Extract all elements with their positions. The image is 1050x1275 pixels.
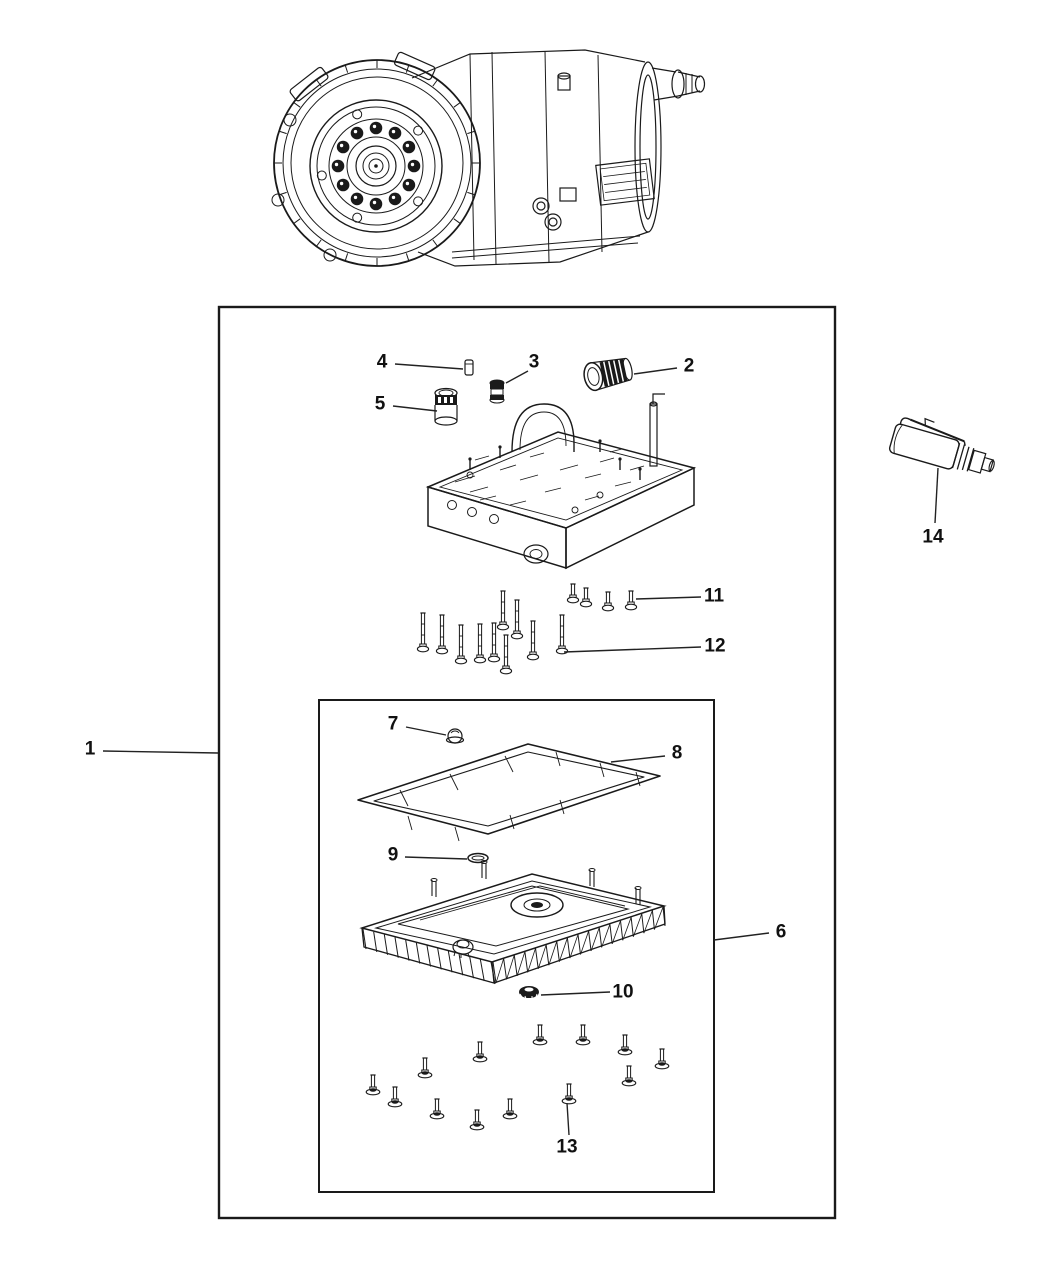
callout-leader-13 <box>566 1102 570 1136</box>
short-bolt <box>601 591 615 612</box>
transmission-assembly-illustration <box>271 49 706 267</box>
callout-leader-6 <box>713 932 770 941</box>
callout-leader-1 <box>102 750 219 754</box>
pan-bolt <box>429 1098 445 1120</box>
callout-leader-7 <box>405 726 447 736</box>
pan-rib-hatching <box>362 906 666 985</box>
callout-leader-3 <box>505 370 529 384</box>
valve-body-illustration <box>425 393 697 570</box>
pan-bolt <box>617 1034 633 1056</box>
callout-number-10: 10 <box>612 982 633 1003</box>
part-5-ribbed-plug <box>434 387 458 426</box>
bell-housing-scallops <box>273 59 481 267</box>
callout-leader-11 <box>635 596 702 600</box>
callout-leader-8 <box>610 755 666 763</box>
oil-pan-illustration <box>359 860 667 985</box>
callout-number-6: 6 <box>776 922 787 943</box>
callout-leader-10 <box>540 991 611 996</box>
callout-number-5: 5 <box>375 394 386 415</box>
callout-number-12: 12 <box>704 636 725 657</box>
long-bolt <box>454 624 468 665</box>
pan-bolt <box>417 1057 433 1079</box>
part-10-drain-plug <box>519 986 539 1000</box>
oil-pan-bolts <box>365 1024 670 1131</box>
callout-number-7: 7 <box>388 714 399 735</box>
flexplate-holes <box>316 109 424 223</box>
valve-body-short-bolts <box>566 583 638 612</box>
callout-number-14: 14 <box>922 527 944 548</box>
callout-number-2: 2 <box>684 356 695 377</box>
part-9-seal-ring <box>467 852 489 864</box>
long-bolt <box>555 614 569 655</box>
long-bolt <box>526 620 540 661</box>
callout-number-3: 3 <box>529 352 540 373</box>
callout-number-11: 11 <box>704 586 725 607</box>
short-bolt <box>566 583 580 604</box>
pan-bolt <box>621 1065 637 1087</box>
pan-bolt <box>654 1048 670 1070</box>
pan-bolt <box>561 1083 577 1105</box>
callout-number-4: 4 <box>377 352 388 373</box>
part-14-solenoid <box>888 417 995 474</box>
part-2-connector-sleeve <box>583 357 633 392</box>
callout-leader-12 <box>563 646 702 653</box>
part-4-pin <box>464 359 474 376</box>
short-bolt <box>624 590 638 611</box>
callout-leader-9 <box>404 856 468 860</box>
callout-leader-4 <box>394 363 464 370</box>
flexplate-bolt-ring <box>331 121 421 211</box>
callout-number-8: 8 <box>672 743 683 764</box>
callout-leader-14 <box>934 467 939 524</box>
callout-leader-2 <box>633 367 678 375</box>
long-bolt <box>496 590 510 631</box>
long-bolt <box>435 614 449 655</box>
callout-leader-5 <box>392 405 438 412</box>
long-bolt <box>487 622 501 663</box>
pan-bolt <box>502 1098 518 1120</box>
part-7-plug <box>445 728 465 744</box>
long-bolt <box>510 599 524 640</box>
long-bolt <box>499 634 513 675</box>
inner-group-box <box>318 699 715 1193</box>
long-bolt <box>416 612 430 653</box>
valve-body-long-bolts <box>416 590 569 675</box>
pan-bolt <box>532 1024 548 1046</box>
pan-bolt <box>472 1041 488 1063</box>
pan-bolt <box>469 1109 485 1131</box>
long-bolt <box>473 623 487 664</box>
pan-bolt <box>575 1024 591 1046</box>
pan-bolt <box>387 1086 403 1108</box>
part-8-gasket-illustration <box>357 743 661 842</box>
callout-number-9: 9 <box>388 845 399 866</box>
callout-number-13: 13 <box>556 1137 577 1158</box>
pan-bolt <box>365 1074 381 1096</box>
outer-group-box <box>217 305 837 1220</box>
callout-number-1: 1 <box>85 739 96 760</box>
short-bolt <box>579 587 593 608</box>
id-label-plate <box>595 158 655 206</box>
part-3-plug <box>489 379 505 404</box>
